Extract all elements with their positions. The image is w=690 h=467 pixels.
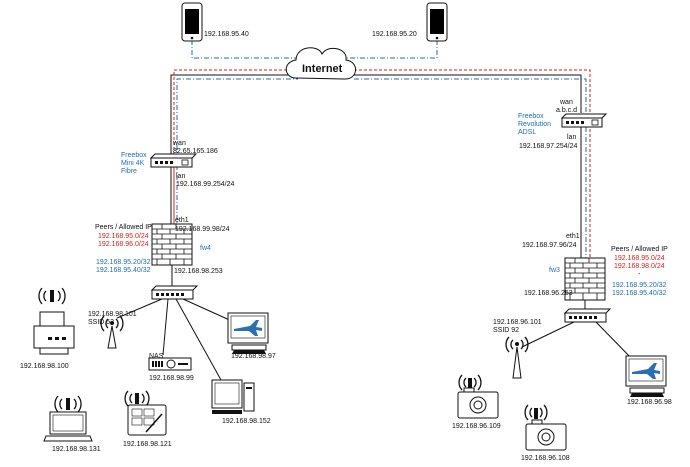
camera-2-ip: 192.168.96.108 — [521, 455, 570, 462]
wifi-camera-2-icon — [524, 404, 567, 451]
router-right-wan-ip: a.b.c.d — [556, 107, 577, 114]
pc-plane-right-ip: 192.168.96.98 — [627, 399, 672, 406]
router-right-icon — [560, 113, 608, 128]
link-router-left-internet — [170, 74, 298, 156]
camera-1-ip: 192.168.96.109 — [452, 423, 501, 430]
link-phone-left-cloud — [191, 40, 300, 59]
fw4-peers-label: Peers / Allowed IP — [95, 224, 152, 231]
router-left-name-1: Freebox — [121, 152, 147, 159]
smartphone-left-icon — [181, 2, 203, 42]
desktop-plane-left-icon — [227, 312, 269, 354]
router-right-name-2: Revolution — [518, 121, 551, 128]
ap-left-ip: 192.168.98.101 — [88, 311, 137, 318]
fw4-eth1-ip: 192.168.99.98/24 — [175, 226, 230, 233]
wifi-camera-1-icon — [457, 374, 499, 419]
fw3-peer-red-1: 192.168.95.0/24 — [614, 255, 665, 262]
fw4-peer-red-2: 192.168.96.0/24 — [98, 241, 149, 248]
router-left-lan-ip: 192.168.99.254/24 — [176, 181, 234, 188]
router-left-name-2: Mini 4K — [121, 160, 145, 167]
phone-right-ip: 192.168.95.20 — [372, 31, 417, 38]
fw3-lan-ip: 192.168.96.253 — [524, 290, 573, 297]
fw4-peer-blue-1: 192.168.95.20/32 — [96, 259, 151, 266]
laptop-ip: 192.168.98.131 — [52, 446, 101, 453]
router-left-icon — [149, 153, 198, 168]
switch-right-icon — [563, 308, 612, 323]
wifi-tablet-icon — [124, 390, 167, 436]
nas-ip: 192.168.98.99 — [149, 375, 194, 382]
fw3-peer-blue-1: 192.168.95.20/32 — [612, 282, 667, 289]
wifi-printer-icon — [33, 287, 75, 355]
desktop-computer-icon — [211, 379, 255, 414]
ap-right-ssid: SSID 92 — [493, 327, 519, 334]
internet-label: Internet — [302, 63, 343, 75]
fw3-peer-blue-2: 192.168.95.40/32 — [612, 290, 667, 297]
nas-icon — [148, 357, 192, 371]
router-left-name-3: Fibre — [121, 168, 137, 175]
ap-left-ssid: SSID 52 — [88, 319, 114, 326]
pc-plane-left-ip: 192.168.98.97 — [231, 353, 276, 360]
router-right-name-1: Freebox — [518, 113, 544, 120]
router-right-wan-label: wan — [559, 99, 573, 106]
router-left-wan-ip: 82.65.165.186 — [173, 148, 218, 155]
firewall-fw3-icon — [564, 257, 606, 301]
fw4-name: fw4 — [200, 245, 211, 252]
router-left-wan-label: wan — [172, 140, 186, 147]
router-right-name-3: ADSL — [518, 129, 536, 136]
fw3-peers-label: Peers / Allowed IP — [611, 246, 668, 253]
fw4-eth1-label: eth1 — [175, 217, 189, 224]
switch-left-icon — [150, 285, 199, 300]
fw3-name: fw3 — [549, 267, 560, 274]
internet-cloud-icon: Internet — [285, 47, 356, 80]
router-right-lan-label: lan — [567, 134, 576, 141]
firewall-fw4-icon — [151, 223, 193, 266]
smartphone-right-icon — [426, 2, 448, 42]
desktop-plane-right-icon — [625, 355, 667, 397]
phone-left-ip: 192.168.95.40 — [204, 31, 249, 38]
fw4-peer-red-1: 192.168.95.0/24 — [98, 233, 149, 240]
fw3-eth1-label: eth1 — [566, 233, 580, 240]
nas-label: NAS — [149, 353, 164, 360]
pc-ip: 192.168.98.152 — [222, 418, 271, 425]
router-left-lan-label: lan — [176, 173, 185, 180]
access-point-left-icon — [100, 315, 124, 349]
fw4-peer-blue-2: 192.168.95.40/32 — [96, 267, 151, 274]
tablet-ip: 192.168.98.121 — [123, 441, 172, 448]
printer-ip: 192.168.98.100 — [20, 363, 69, 370]
fw3-peer-dash: - — [638, 271, 641, 278]
link-router-right-internet — [354, 74, 582, 113]
ap-right-ip: 192.168.96.101 — [493, 319, 542, 326]
fw4-lan-ip: 192.168.98.253 — [174, 268, 223, 275]
router-right-lan-ip: 192.168.97.254/24 — [519, 143, 577, 150]
tunnel-blue — [176, 78, 587, 258]
tunnel-red — [173, 69, 591, 258]
links — [116, 40, 638, 381]
access-point-right-icon — [505, 336, 529, 379]
fw3-peer-red-2: 192.168.98.0/24 — [614, 263, 665, 270]
fw3-eth1-ip: 192.168.97.96/24 — [522, 242, 577, 249]
wifi-laptop-icon — [43, 395, 93, 442]
link-phone-right-cloud — [345, 40, 438, 59]
